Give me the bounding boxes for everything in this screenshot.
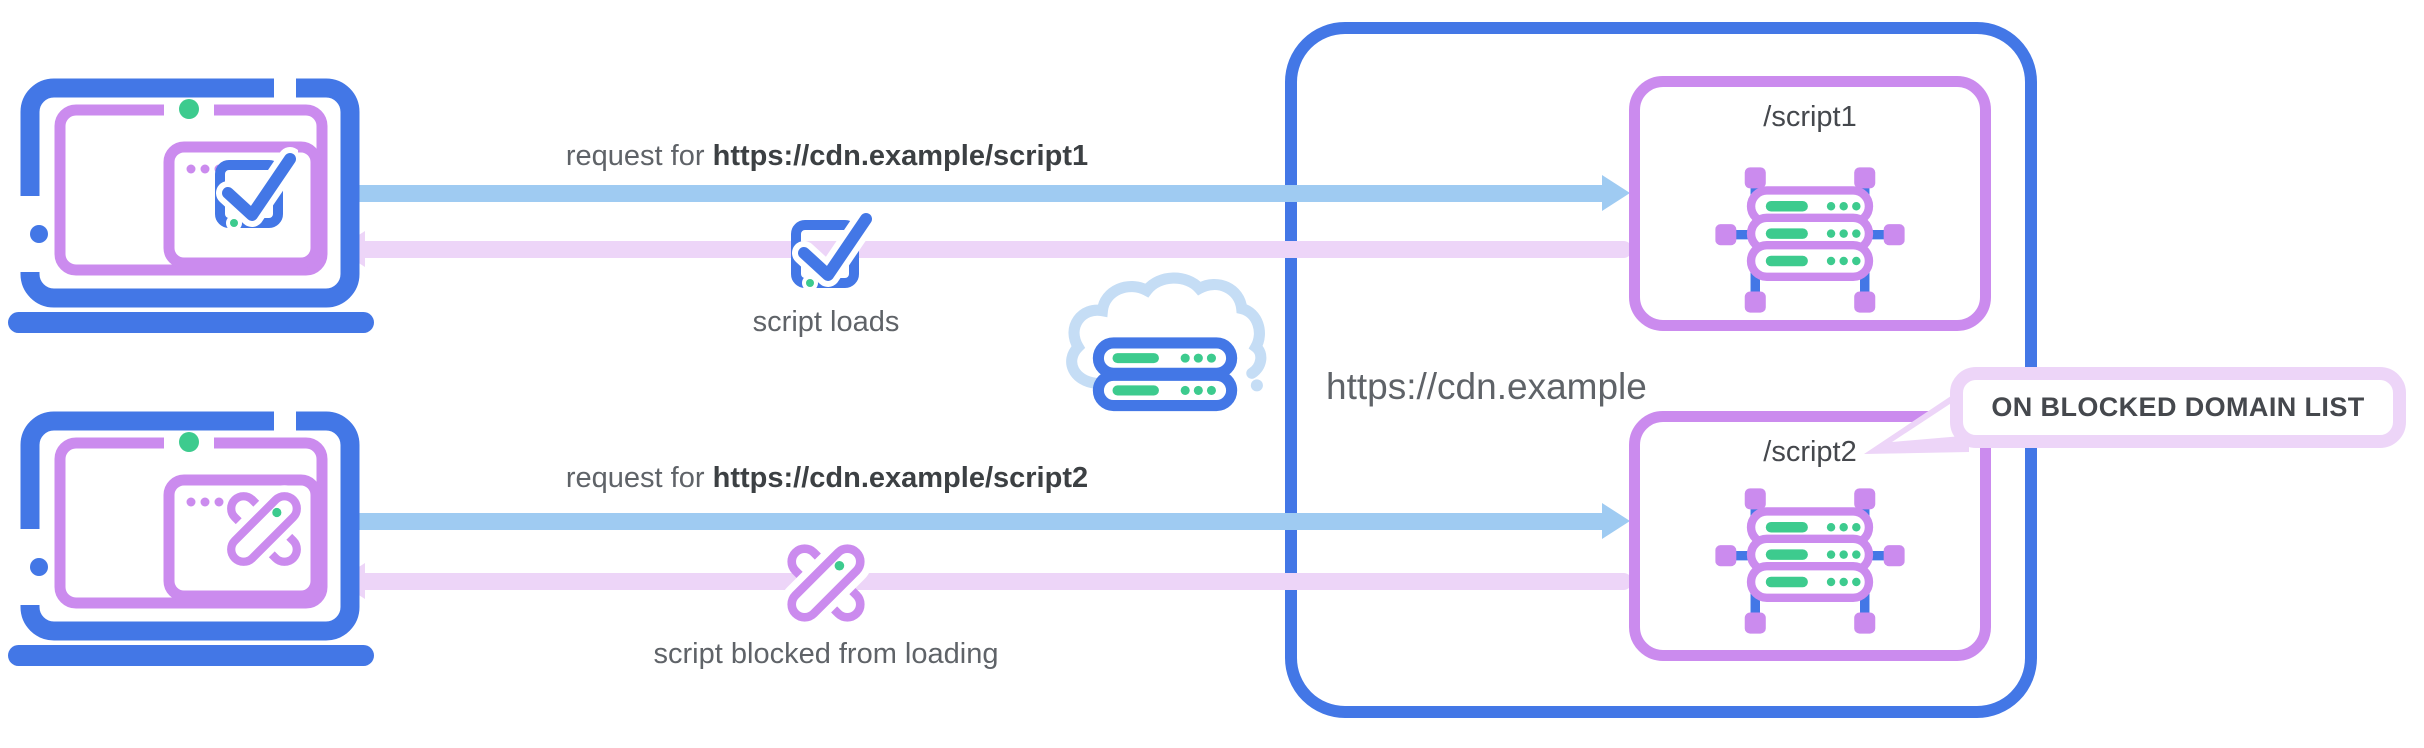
- request-prefix: request for: [565, 140, 705, 172]
- request-url: https://cdn.example/script1: [712, 140, 1089, 172]
- callout-label: ON BLOCKED DOMAIN LIST: [1991, 392, 2365, 422]
- response-arrow-script2: [365, 573, 1632, 590]
- callout-tail-icon: [1864, 384, 1969, 454]
- laptop-allowed-icon: [8, 78, 374, 334]
- endpoint-script1-label: /script1: [1763, 101, 1857, 133]
- request-prefix: request for: [565, 462, 705, 494]
- request-arrowhead-script2: [1602, 503, 1630, 539]
- server-cluster-icon: [1715, 161, 1905, 321]
- cloud-server-icon: [1058, 270, 1270, 422]
- result-label-script2: script blocked from loading: [653, 638, 999, 670]
- request-arrowhead-script1: [1602, 175, 1630, 211]
- blocked-domain-callout: ON BLOCKED DOMAIN LIST: [1950, 367, 2406, 448]
- request-arrow-script1: [340, 185, 1602, 202]
- cdn-domain-label: https://cdn.example: [1326, 366, 1647, 407]
- server-cluster-icon: [1715, 482, 1905, 642]
- endpoint-script2-label: /script2: [1763, 436, 1857, 468]
- response-arrow-script1: [365, 241, 1632, 258]
- script-blocked-cross-icon: [780, 535, 872, 631]
- result-label-script1: script loads: [752, 306, 900, 338]
- request-arrow-script2: [340, 513, 1602, 530]
- request-url: https://cdn.example/script2: [712, 462, 1089, 494]
- endpoint-box-script1: /script1: [1629, 76, 1991, 331]
- cdn-container: https://cdn.example /script1 /script2: [1285, 22, 2037, 718]
- laptop-blocked-icon: [8, 411, 374, 667]
- script-loaded-check-icon: [790, 205, 874, 293]
